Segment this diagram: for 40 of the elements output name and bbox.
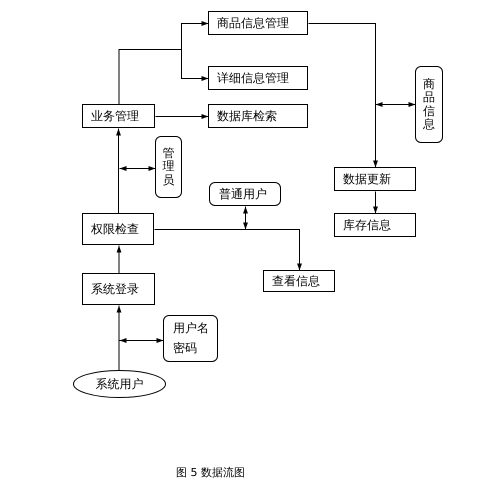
figure-caption: 图 5 数据流图 — [176, 465, 245, 480]
node-label: 管理员 — [162, 147, 174, 187]
flow-arrow — [155, 114, 209, 119]
rounded-box — [163, 315, 218, 362]
process-box — [82, 273, 155, 305]
process-box — [334, 213, 416, 237]
flow-arrow — [118, 49, 209, 105]
node-label: 数据更新 — [343, 170, 391, 188]
flow-arrow — [116, 245, 122, 274]
flow-arrow — [373, 191, 378, 214]
node-label: 数据库检索 — [217, 108, 277, 124]
double-arrow — [119, 338, 164, 343]
process-box — [208, 11, 308, 35]
node-label: 商品信息管理 — [217, 14, 289, 32]
node-label: 系统用户 — [96, 376, 144, 392]
node-label: 查看信息 — [272, 272, 320, 290]
node-label: 权限检查 — [91, 220, 139, 238]
process-box — [263, 270, 335, 292]
double-arrow — [243, 206, 248, 230]
node-label: 商品信息 — [423, 78, 435, 131]
node-label: 系统登录 — [91, 280, 139, 298]
process-box — [208, 66, 308, 90]
node-label: 普通用户 — [219, 186, 267, 202]
node-label: 业务管理 — [91, 108, 139, 124]
process-box — [82, 104, 155, 128]
flow-arrow — [116, 305, 122, 371]
process-box — [334, 167, 416, 191]
process-box — [82, 213, 154, 245]
flow-arrow — [154, 229, 302, 271]
rounded-box — [209, 182, 281, 206]
flow-arrow — [116, 128, 121, 214]
process-box — [208, 104, 308, 128]
rounded-box — [415, 66, 443, 143]
node-label: 用户名密码 — [173, 320, 210, 356]
node-label: 库存信息 — [343, 216, 391, 234]
flow-arrow — [308, 23, 378, 168]
double-arrow — [119, 166, 156, 171]
rounded-box — [155, 136, 182, 198]
double-arrow — [375, 102, 416, 107]
node-label: 详细信息管理 — [217, 70, 289, 86]
